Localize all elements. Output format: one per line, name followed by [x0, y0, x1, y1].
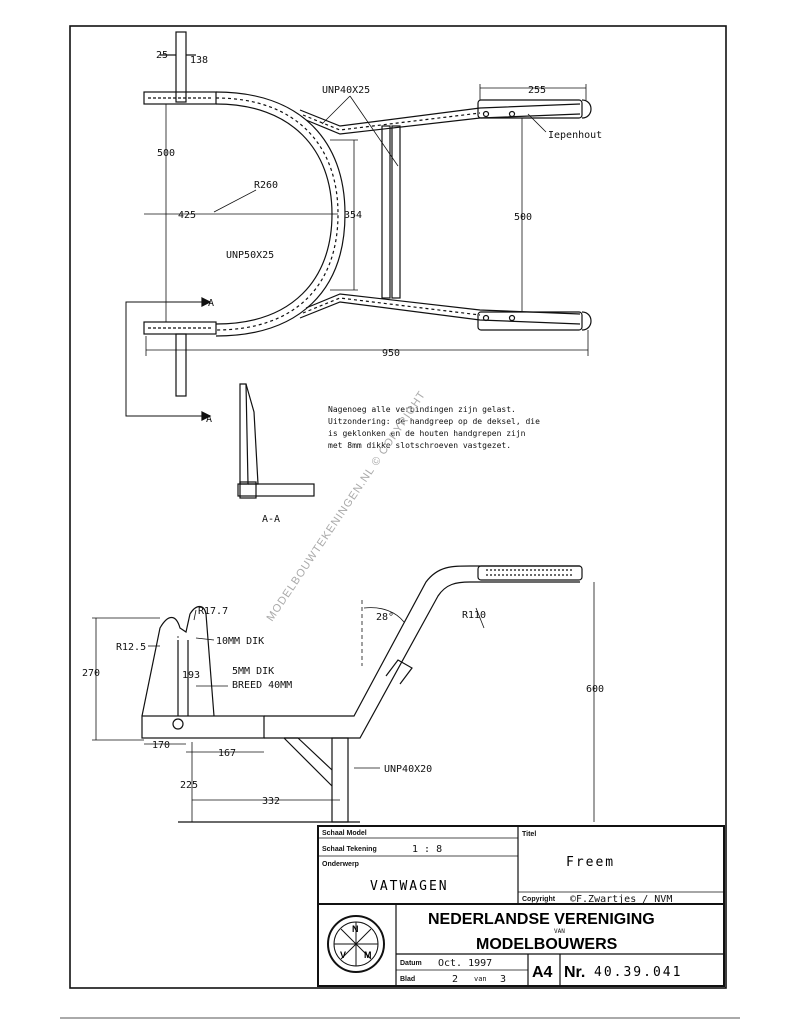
wood-label: Iepenhout: [548, 130, 602, 141]
nr-label: Nr.: [564, 964, 585, 981]
thick5-label: 5MM DIK: [232, 666, 274, 677]
onderwerp-label: Onderwerp: [322, 861, 359, 868]
radius-label: R260: [254, 180, 278, 191]
angle-label: 28°: [376, 612, 394, 623]
datum-label: Datum: [400, 960, 422, 967]
dim-332: 332: [262, 796, 280, 807]
plan-view: [125, 31, 592, 421]
dim-25: 25: [156, 50, 168, 61]
dim-170: 170: [152, 740, 170, 751]
note-line-3: is geklonken en de houten handgrepen zij…: [328, 429, 526, 438]
titel-value: Freem: [566, 855, 615, 870]
blad-value: 2: [452, 974, 458, 985]
logo-letter-v: V: [340, 950, 346, 960]
van-value: 3: [500, 974, 506, 985]
breed-label: BREED 40MM: [232, 680, 292, 691]
schaal-tekening-label: Schaal Tekening: [322, 846, 377, 853]
nr-value: 40.39.041: [594, 965, 682, 980]
datum-value: Oct. 1997: [438, 958, 492, 969]
r177-label: R17.7: [198, 606, 228, 617]
dim-270: 270: [82, 668, 100, 679]
dim-167: 167: [218, 748, 236, 759]
dim-138: 138: [190, 55, 208, 66]
note-line-1: Nagenoeg alle verbindingen zijn gelast.: [328, 405, 516, 414]
copyright-label: Copyright: [522, 896, 556, 903]
section-label: A-A: [262, 514, 280, 525]
profile-frame-label: UNP50X25: [226, 250, 274, 261]
note-line-2: Uitzondering: de handgreep op de deksel,…: [328, 417, 540, 426]
copyright-value: ©F.Zwartjes / NVM: [570, 894, 672, 905]
section-a-a-view: [237, 383, 315, 499]
section-mark-bottom: A: [206, 414, 212, 425]
blad-label: Blad: [400, 976, 415, 983]
van-label: van: [474, 975, 487, 983]
note-text: Nagenoeg alle verbindingen zijn gelast. …: [328, 405, 540, 450]
logo-letter-n: N: [352, 924, 359, 934]
dim-500-left: 500: [157, 148, 175, 159]
dim-950: 950: [382, 348, 400, 359]
org-van: VAN: [554, 928, 565, 935]
title-block: [317, 825, 725, 987]
thick10-label: 10MM DIK: [216, 636, 264, 647]
onderwerp-value: VATWAGEN: [370, 879, 449, 894]
org-line-1: NEDERLANDSE VERENIGING: [428, 911, 655, 928]
org-line-2: MODELBOUWERS: [476, 936, 618, 953]
dim-225: 225: [180, 780, 198, 791]
section-mark-top: A: [208, 298, 214, 309]
profile-top-label: UNP40X25: [322, 85, 370, 96]
format-value: A4: [532, 964, 553, 981]
note-line-4: met 8mm dikke slotschroeven vastgezet.: [328, 441, 511, 450]
dim-500-right: 500: [514, 212, 532, 223]
dim-255: 255: [528, 85, 546, 96]
dim-354: 354: [344, 210, 362, 221]
side-view: [92, 565, 595, 823]
schaal-tekening-value: 1 : 8: [412, 844, 442, 855]
logo-letter-m: M: [364, 950, 372, 960]
dim-425: 425: [178, 210, 196, 221]
r110-label: R110: [462, 610, 486, 621]
dim-600: 600: [586, 684, 604, 695]
profile-leg-label: UNP40X20: [384, 764, 432, 775]
dim-193: 193: [182, 670, 200, 681]
titel-label: Titel: [522, 831, 536, 838]
schaal-model-label: Schaal Model: [322, 830, 367, 837]
r125-label: R12.5: [116, 642, 146, 653]
drawing-border: [69, 25, 727, 989]
